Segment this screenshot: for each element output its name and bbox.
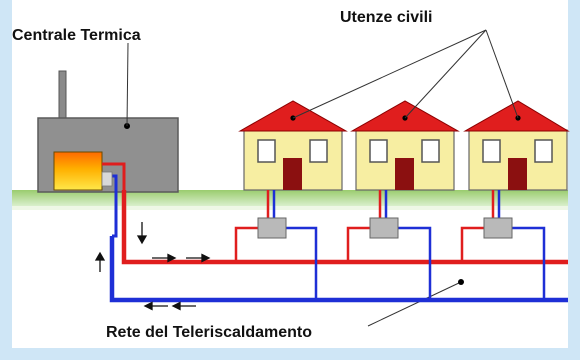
- arrow-icon: [152, 253, 177, 263]
- arrow-icon: [136, 222, 148, 245]
- window-right: [421, 139, 440, 163]
- ground: [12, 190, 568, 206]
- plant-label: Centrale Termica: [12, 27, 141, 44]
- house-3: [463, 100, 570, 191]
- users-label: Utenze civili: [340, 9, 432, 26]
- door: [508, 158, 527, 190]
- boiler-icon: [53, 151, 103, 191]
- pipe-network: [109, 190, 568, 303]
- window-left: [369, 139, 388, 163]
- chimney: [58, 70, 67, 122]
- window-right: [309, 139, 328, 163]
- frame-right: [568, 0, 580, 360]
- house-2: [350, 100, 460, 191]
- flow-arrows: [94, 222, 211, 311]
- house-1: [238, 100, 348, 191]
- arrow-icon: [186, 253, 211, 263]
- heat-exchanger-icon: [483, 217, 513, 239]
- window-right: [534, 139, 553, 163]
- window-left: [257, 139, 276, 163]
- heat-exchanger-icon: [369, 217, 399, 239]
- heat-exchanger-icon: [257, 217, 287, 239]
- arrow-icon: [171, 301, 196, 311]
- leader-lines: [126, 29, 519, 327]
- network-label: Rete del Teleriscaldamento: [106, 324, 312, 341]
- arrow-icon: [94, 251, 106, 272]
- return-main: [109, 236, 568, 303]
- frame-bottom: [0, 348, 580, 360]
- supply-main: [121, 190, 568, 265]
- arrow-icon: [143, 301, 168, 311]
- power-plant: [37, 70, 179, 193]
- door: [395, 158, 414, 190]
- frame-left: [0, 0, 12, 360]
- window-left: [482, 139, 501, 163]
- door: [283, 158, 302, 190]
